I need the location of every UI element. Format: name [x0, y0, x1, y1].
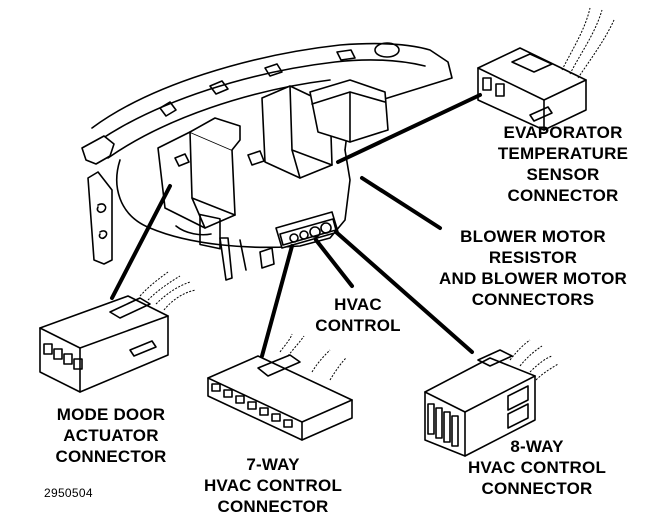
label-seven-way-hvac-control-connector: 7-WAY HVAC CONTROL CONNECTOR [198, 454, 348, 517]
label-line: SENSOR [526, 165, 600, 184]
label-line: AND BLOWER MOTOR [439, 269, 627, 288]
leader-mode-door [110, 184, 172, 300]
leader-hvac-control [314, 238, 354, 288]
label-hvac-control: HVAC CONTROL [308, 294, 408, 336]
label-line: RESISTOR [488, 248, 578, 267]
label-line: CONTROL [315, 316, 401, 335]
leader-evaporator-sensor [336, 93, 482, 164]
leader-seven-way [260, 244, 294, 358]
label-mode-door-actuator-connector: MODE DOOR ACTUATOR CONNECTOR [36, 404, 186, 467]
leader-lines [110, 93, 482, 358]
label-evaporator-sensor-connector: EVAPORATOR TEMPERATURE SENSOR CONNECTOR [478, 122, 648, 206]
label-line: TEMPERATURE [497, 144, 629, 163]
figure-number: 2950504 [44, 486, 93, 500]
eight-way-connector-illustration [424, 339, 559, 457]
label-line: CONNECTOR [217, 497, 329, 516]
label-line: HVAC CONTROL [203, 476, 343, 495]
label-line: BLOWER MOTOR [460, 227, 606, 246]
label-line: MODE DOOR [56, 405, 166, 424]
label-line: HVAC CONTROL [467, 458, 607, 477]
label-line: CONNECTOR [481, 479, 593, 498]
label-blower-motor-connectors: BLOWER MOTOR RESISTOR AND BLOWER MOTOR C… [428, 226, 638, 310]
label-line: CONNECTOR [507, 186, 619, 205]
leader-blower-motor-lower [334, 230, 474, 354]
label-line: CONNECTOR [55, 447, 167, 466]
seven-way-connector-illustration [207, 333, 353, 441]
label-eight-way-hvac-control-connector: 8-WAY HVAC CONTROL CONNECTOR [452, 436, 622, 499]
label-line: EVAPORATOR [503, 123, 623, 142]
label-line: 7-WAY [246, 455, 300, 474]
evaporator-sensor-connector-illustration [477, 7, 615, 131]
mode-door-connector-illustration [39, 271, 197, 393]
leader-blower-motor-upper [360, 176, 442, 230]
label-line: HVAC [334, 295, 382, 314]
label-line: CONNECTORS [471, 290, 595, 309]
label-line: ACTUATOR [63, 426, 159, 445]
instrument-panel-assembly [81, 42, 453, 281]
label-line: 8-WAY [510, 437, 564, 456]
